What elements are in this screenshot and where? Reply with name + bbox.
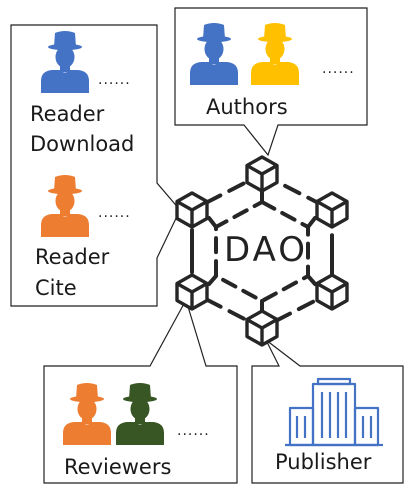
cube-icon-lower-right: [315, 273, 349, 311]
cube-icon-upper-right: [315, 191, 349, 229]
building-icon: [285, 377, 383, 447]
dao-label: DAO: [224, 230, 309, 270]
reader-cite-more: ......: [98, 205, 131, 221]
reader-cite-label-line1: Reader: [35, 245, 110, 269]
reviewers-label: Reviewers: [64, 455, 172, 479]
publisher-panel: [251, 339, 404, 484]
cube-icon-top: [245, 155, 279, 193]
reader-download-more: ......: [98, 72, 131, 88]
cube-icon-bottom: [245, 309, 279, 347]
authors-label: Authors: [206, 95, 288, 119]
reader-cite-label-line2: Cite: [35, 276, 77, 300]
reader-download-label-line2: Download: [30, 132, 135, 156]
reviewers-more: ......: [177, 423, 210, 439]
reader-download-label-line1: Reader: [30, 102, 105, 126]
cube-icon-upper-left: [175, 191, 209, 229]
cube-icon-lower-left: [175, 273, 209, 311]
publisher-label: Publisher: [275, 450, 372, 474]
authors-more: ......: [322, 61, 355, 77]
